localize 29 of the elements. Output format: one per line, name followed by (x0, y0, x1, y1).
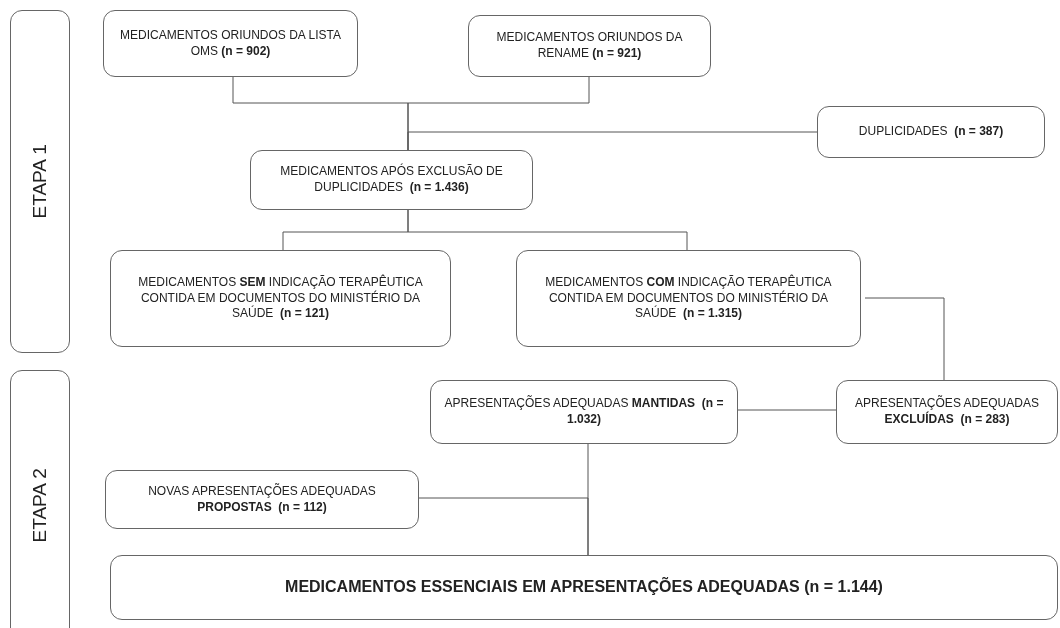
connector-line (737, 409, 837, 411)
process-box (516, 250, 861, 347)
box-text: DUPLICIDADES (n = 387) (858, 124, 1004, 140)
process-box (110, 555, 1058, 620)
stage-band (10, 10, 70, 353)
stage-label: ETAPA 1 (27, 144, 51, 219)
box-text: MEDICAMENTOS ORIUNDOS DA LISTA OMS (n = 902) (119, 27, 342, 60)
box-text: APRESENTAÇÕES ADEQUADAS EXCLUÍDAS (n = 283) (854, 396, 1040, 428)
process-box (817, 106, 1045, 158)
stage-label: ETAPA 2 (27, 467, 51, 543)
process-box (430, 380, 738, 444)
connector-line (418, 497, 589, 556)
process-box (250, 150, 533, 210)
box-text: MEDICAMENTOS APÓS EXCLUSÃO DE DUPLICIDADES (n = 1.436) (279, 164, 504, 196)
box-text: APRESENTAÇÕES ADEQUADAS MANTIDAS (n = 1.032) (443, 396, 725, 428)
connector-line (864, 297, 945, 381)
process-box (103, 10, 358, 77)
connector-line (407, 131, 818, 151)
stage-band (10, 370, 70, 628)
process-box (105, 470, 419, 529)
process-box (468, 15, 711, 77)
box-text: MEDICAMENTOS ORIUNDOS DA RENAME (n = 921) (495, 30, 684, 62)
box-text: MEDICAMENTOS ESSENCIAIS EM APRESENTAÇÕES ADEQUADAS (n = 1.144) (285, 577, 883, 598)
box-text: MEDICAMENTOS COM INDICAÇÃO TERAPÊUTICA CONTIDA EM DOCUMENTOS DO MINISTÉRIO DA SAÚDE (n = 1.315) (544, 275, 833, 322)
connector-line (407, 209, 688, 251)
process-box (836, 380, 1058, 444)
process-box (110, 250, 451, 347)
box-text: MEDICAMENTOS SEM INDICAÇÃO TERAPÊUTICA CONTIDA EM DOCUMENTOS DO MINISTÉRIO DA SAÚDE (n = 121) (137, 275, 424, 322)
box-text: NOVAS APRESENTAÇÕES ADEQUADAS PROPOSTAS (n = 112) (147, 483, 377, 516)
